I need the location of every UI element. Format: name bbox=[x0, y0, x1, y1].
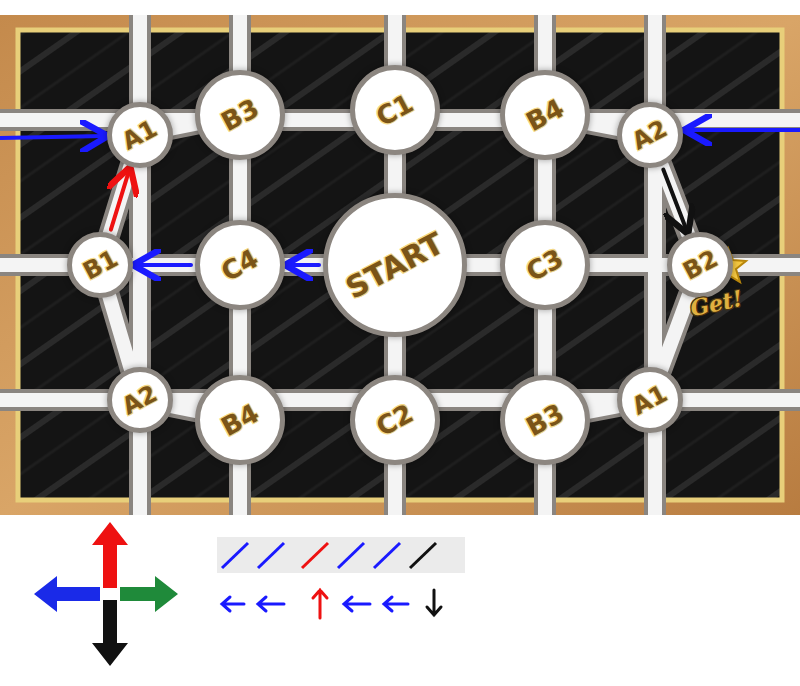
move-arrow bbox=[663, 170, 686, 231]
space-label: C3 bbox=[522, 243, 569, 287]
move-arrow bbox=[137, 263, 191, 267]
wood-frame bbox=[0, 15, 800, 515]
space-label: A1 bbox=[118, 114, 162, 155]
board-space: A2 bbox=[617, 102, 683, 168]
space-label: B2 bbox=[678, 244, 722, 285]
input-sequence bbox=[217, 537, 465, 618]
space-label: A2 bbox=[628, 114, 672, 155]
space-label: A1 bbox=[628, 379, 672, 420]
space-label: C2 bbox=[372, 398, 419, 442]
entry-arrow bbox=[688, 128, 800, 132]
space-label: B4 bbox=[521, 93, 569, 137]
move-arrow bbox=[289, 263, 319, 267]
move-arrow bbox=[111, 170, 129, 229]
board-space: C2 bbox=[350, 375, 440, 465]
tracks bbox=[0, 15, 800, 515]
space-label: C1 bbox=[372, 88, 419, 132]
board-space: C3 bbox=[500, 220, 590, 310]
space-label: B4 bbox=[216, 398, 264, 442]
board-space: B1 bbox=[67, 232, 133, 298]
board-space: START bbox=[323, 193, 467, 337]
space-label: B3 bbox=[216, 93, 264, 137]
space-label: C4 bbox=[217, 243, 264, 287]
board-space: B4 bbox=[195, 375, 285, 465]
space-label: B3 bbox=[521, 398, 569, 442]
entry-arrow bbox=[0, 136, 104, 138]
board-space: B3 bbox=[195, 70, 285, 160]
board-space: A1 bbox=[107, 102, 173, 168]
space-label: START bbox=[340, 225, 449, 305]
direction-cross bbox=[34, 522, 178, 666]
space-label: A2 bbox=[118, 379, 162, 420]
board-space: B3 bbox=[500, 375, 590, 465]
board-space: B4 bbox=[500, 70, 590, 160]
board-space: A2 bbox=[107, 367, 173, 433]
board-space: A1 bbox=[617, 367, 683, 433]
board-space: C4 bbox=[195, 220, 285, 310]
board-space: C1 bbox=[350, 65, 440, 155]
space-label: B1 bbox=[78, 244, 122, 285]
